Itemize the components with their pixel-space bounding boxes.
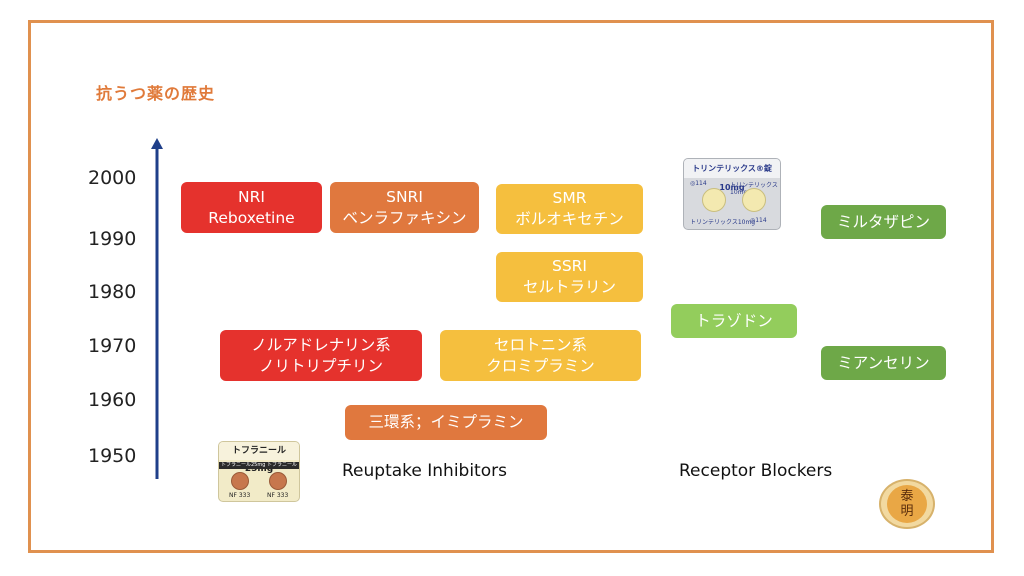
pill-icon: [702, 188, 726, 212]
box-noradrenaline-drug: ノリトリプチリン: [258, 356, 383, 375]
box-snri-class: SNRI: [386, 187, 423, 206]
axis-arrow-icon: [151, 138, 163, 149]
box-nri: NRI Reboxetine: [181, 182, 322, 233]
tofranil-package-name: トフラニール25mg: [219, 442, 299, 474]
year-label-1950: 1950: [88, 445, 137, 467]
box-serotonin-drug: クロミプラミン: [486, 356, 595, 375]
pill-icon: [742, 188, 766, 212]
box-mirtazapine: ミルタザピン: [821, 205, 946, 239]
taimei-logo: 泰 明: [879, 479, 935, 529]
box-trazodone-label: トラゾドン: [695, 311, 773, 330]
box-tricyclic: 三環系；イミプラミン: [345, 405, 547, 440]
trintellix-package-label: トリンテリックス10mg: [730, 182, 778, 196]
box-tricyclic-label: 三環系；イミプラミン: [368, 413, 524, 431]
trintellix-package-code: ◎114: [690, 180, 707, 187]
year-label-1970: 1970: [88, 335, 137, 357]
trintellix-package-code: ◎114: [750, 217, 767, 224]
year-label-1960: 1960: [88, 389, 137, 411]
logo-char-2: 明: [900, 504, 914, 519]
trintellix-package-image: トリンテリックス®錠10mg ◎114 トリンテリックス10mg トリンテリック…: [683, 158, 781, 230]
box-mianserin-label: ミアンセリン: [837, 353, 930, 372]
box-serotonin-class: セロトニン系: [493, 335, 587, 354]
box-snri-drug: ベンラファキシン: [342, 208, 467, 227]
box-smr-drug: ボルオキセチン: [515, 210, 624, 228]
year-label-1990: 1990: [88, 228, 137, 250]
tofranil-package-code: NF 333: [229, 492, 251, 499]
trintellix-package-name: トリンテリックス®錠10mg: [684, 159, 780, 192]
group-label-reuptake: Reuptake Inhibitors: [342, 461, 507, 481]
box-ssri-class: SSRI: [551, 257, 588, 275]
slide-title: 抗うつ薬の歴史: [96, 84, 216, 103]
box-noradrenaline-class: ノルアドレナリン系: [251, 335, 391, 354]
box-noradrenaline: ノルアドレナリン系 ノリトリプチリン: [220, 330, 422, 381]
tofranil-package-code: NF 333: [267, 492, 289, 499]
year-label-2000: 2000: [88, 167, 137, 189]
year-label-1980: 1980: [88, 281, 137, 303]
box-smr-class: SMR: [552, 189, 587, 207]
box-smr: SMR ボルオキセチン: [496, 184, 643, 234]
box-nri-drug: Reboxetine: [208, 208, 295, 227]
box-snri: SNRI ベンラファキシン: [330, 182, 479, 233]
box-serotonin: セロトニン系 クロミプラミン: [440, 330, 641, 381]
logo-mark: 泰 明: [887, 485, 927, 523]
tofranil-package-image: トフラニール25mg トフラニール25mg トフラニール25mg NF 333 …: [218, 441, 300, 502]
box-nri-class: NRI: [238, 187, 265, 206]
group-label-receptor: Receptor Blockers: [679, 461, 833, 481]
pill-icon: [231, 472, 249, 490]
timeline-axis: [151, 138, 163, 479]
box-mianserin: ミアンセリン: [821, 346, 946, 380]
box-ssri: SSRI セルトラリン: [496, 252, 643, 302]
box-mirtazapine-label: ミルタザピン: [836, 212, 930, 231]
box-trazodone: トラゾドン: [671, 304, 797, 338]
box-ssri-drug: セルトラリン: [522, 278, 616, 296]
pill-icon: [269, 472, 287, 490]
tofranil-package-strip: トフラニール25mg トフラニール25mg: [219, 462, 299, 469]
trintellix-package-label: トリンテリックス10mg: [690, 219, 756, 226]
logo-char-1: 泰: [900, 489, 914, 504]
